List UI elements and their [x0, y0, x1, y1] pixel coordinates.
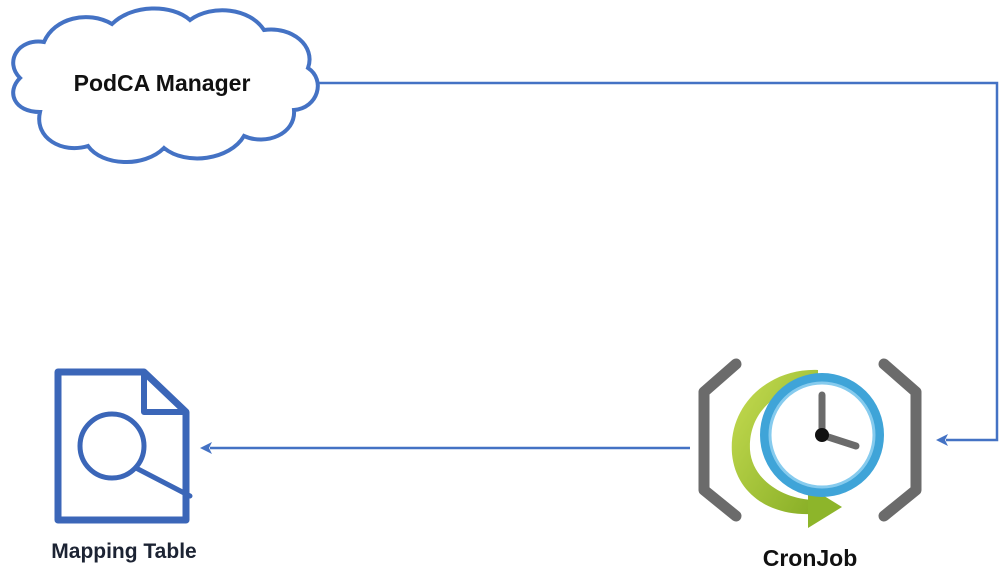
document-search-icon — [54, 368, 193, 524]
node-mapping-table: Mapping Table — [51, 368, 197, 563]
node-cronjob: CronJob — [698, 358, 922, 571]
cloud-icon — [11, 6, 320, 164]
edge-manager-to-cronjob — [318, 81, 999, 446]
node-podca-manager: PodCA Manager — [11, 6, 320, 164]
node-label-mapping: Mapping Table — [51, 540, 196, 563]
clock-cycle-icon — [698, 358, 922, 528]
node-label-cronjob: CronJob — [763, 545, 858, 571]
node-label-manager: PodCA Manager — [74, 70, 251, 96]
